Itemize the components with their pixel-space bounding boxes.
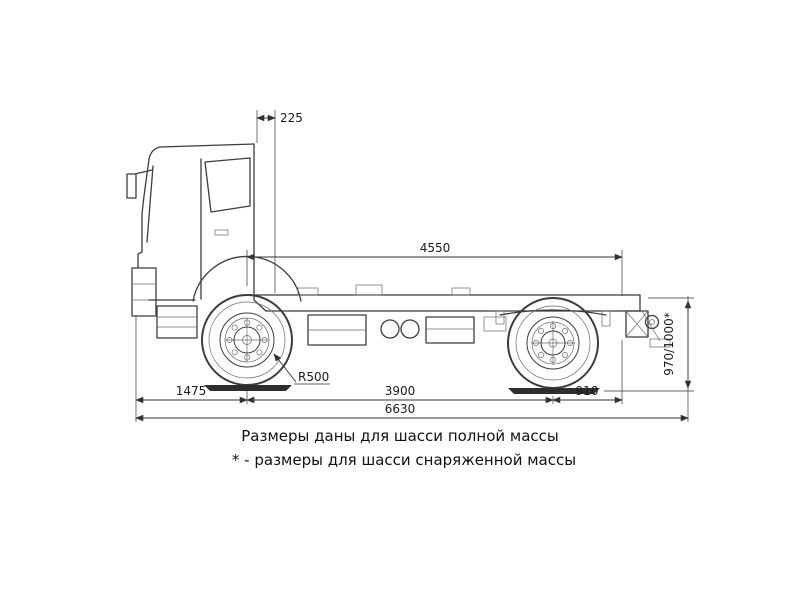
- ground-pad-rear: [508, 388, 600, 394]
- battery-box: [425, 316, 475, 344]
- dim-label-frame-height: 970/1000*: [662, 312, 676, 376]
- chassis-frame: [253, 284, 671, 348]
- note-line-1: Размеры даны для шасси полной массы: [241, 427, 558, 445]
- windshield: [146, 165, 154, 243]
- cab-steps: [156, 305, 198, 339]
- front-bumper: [131, 267, 157, 317]
- dim-label-910: 910: [576, 384, 599, 398]
- rear-spring: [499, 309, 607, 316]
- notes: Размеры даны для шасси полной массы * - …: [232, 427, 576, 469]
- tow-hitch: [644, 314, 660, 330]
- dim-label-3900: 3900: [385, 384, 416, 398]
- dim-label-r500: R500: [298, 370, 329, 384]
- air-tank: [380, 319, 400, 339]
- mirror: [126, 173, 137, 199]
- dimension-frame-height: 970/1000*: [604, 297, 694, 392]
- rear-crossmember: [625, 310, 649, 338]
- ground-pad-front: [204, 385, 292, 391]
- note-line-2: * - размеры для шасси снаряженной массы: [232, 451, 576, 469]
- underrun-bar: [649, 338, 671, 348]
- air-tank: [400, 319, 420, 339]
- side-window: [204, 157, 251, 213]
- dimension-r500: R500: [273, 353, 330, 385]
- dim-label-1475: 1475: [176, 384, 207, 398]
- dimension-4550: 4550: [246, 241, 623, 296]
- dimension-225: 225: [256, 110, 303, 293]
- dim-label-4550: 4550: [420, 241, 451, 255]
- front-wheel: [201, 294, 293, 386]
- door-handle: [214, 229, 229, 236]
- dim-label-225: 225: [280, 111, 303, 125]
- dim-label-6630: 6630: [385, 402, 416, 416]
- dimension-bottom-chain: 1475 3900 910: [135, 316, 623, 422]
